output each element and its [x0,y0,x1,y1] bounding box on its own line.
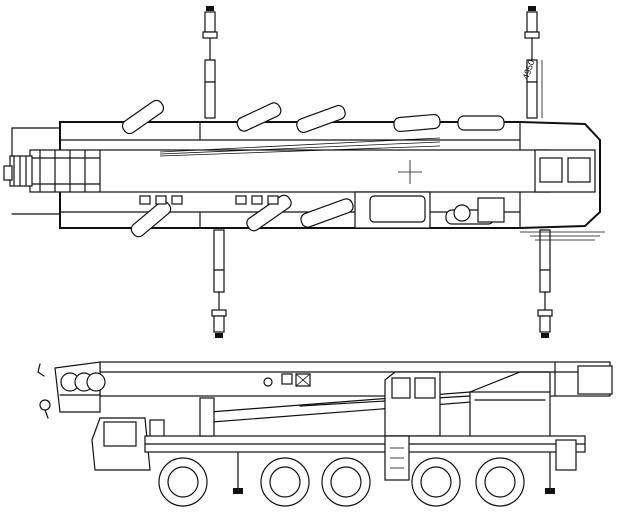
outrigger-rear-top [524,6,540,119]
superstructure-top [354,149,596,229]
crane-cab [384,371,441,437]
boom-head-side [37,361,106,419]
outrigger-rear-bottom [537,229,553,338]
carrier-frame [144,397,586,481]
boom-head-top [3,127,61,215]
telescopic-boom-top [29,137,551,193]
counterweight [469,371,551,443]
wheels-side-view [158,457,525,507]
wheel-3 [321,457,371,507]
outrigger-front-top [202,6,218,119]
wheel-1 [158,457,208,507]
carrier-chassis-top [59,121,601,229]
telescopic-boom-side [99,361,613,397]
chassis-details-top [139,195,279,205]
ground-hatch-top [520,231,605,241]
top-view: 4950 [3,6,605,338]
wheel-2 [260,457,310,507]
wheel-4 [411,457,461,507]
side-view [37,361,613,507]
wheel-5 [475,457,525,507]
outrigger-front-bottom [211,229,227,338]
outrigger-pads-side [233,451,555,494]
